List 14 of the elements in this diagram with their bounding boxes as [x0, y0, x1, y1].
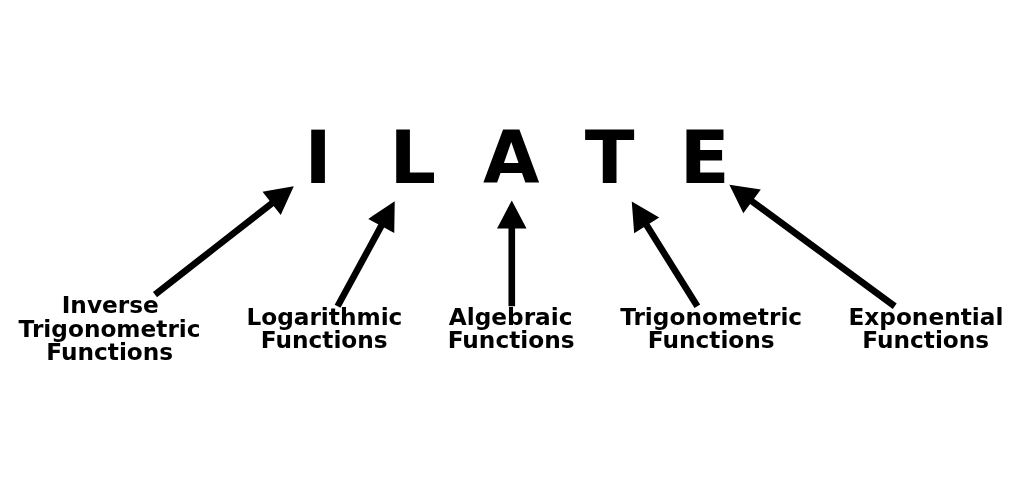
node-text: E: [679, 114, 730, 200]
node-text: Inverse Trigonometric Functions: [18, 290, 201, 365]
arrow: [729, 184, 897, 309]
arrow: [334, 200, 395, 308]
node-text: T: [584, 114, 635, 200]
node-text: Trigonometric Functions: [620, 302, 803, 353]
node-text: Exponential Functions: [848, 302, 1004, 353]
node-text: I: [304, 114, 332, 200]
node-text: A: [483, 114, 540, 200]
node-text: L: [389, 114, 437, 200]
arrow: [152, 185, 294, 297]
node-text: Logarithmic Functions: [246, 302, 403, 353]
arrow: [631, 200, 701, 308]
node-text: Algebraic Functions: [447, 302, 575, 353]
